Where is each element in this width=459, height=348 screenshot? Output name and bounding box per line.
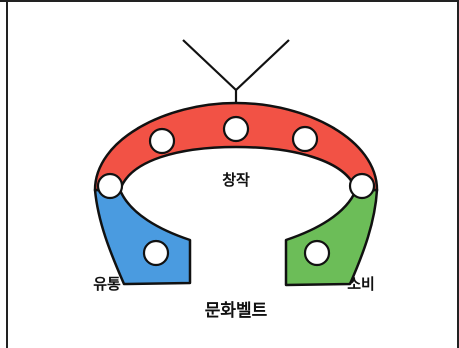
label-creation: 창작 bbox=[222, 171, 250, 189]
distribution-band bbox=[93, 188, 192, 286]
frame-border-left bbox=[6, 0, 8, 348]
label-culture-belt: 문화벨트 bbox=[205, 301, 268, 321]
node bbox=[142, 239, 170, 267]
node bbox=[303, 239, 331, 267]
node bbox=[348, 172, 376, 200]
belt-nodes bbox=[96, 115, 376, 267]
consumption-band bbox=[284, 188, 379, 287]
creation-band bbox=[93, 101, 379, 192]
node bbox=[222, 115, 250, 143]
frame-border-right bbox=[457, 0, 459, 348]
antenna-icon bbox=[182, 39, 290, 104]
label-distribution: 유통 bbox=[93, 275, 121, 293]
frame-border-top bbox=[0, 0, 459, 2]
label-consumption: 소비 bbox=[347, 275, 375, 293]
node bbox=[96, 172, 124, 200]
node bbox=[148, 127, 176, 155]
node bbox=[291, 125, 319, 153]
